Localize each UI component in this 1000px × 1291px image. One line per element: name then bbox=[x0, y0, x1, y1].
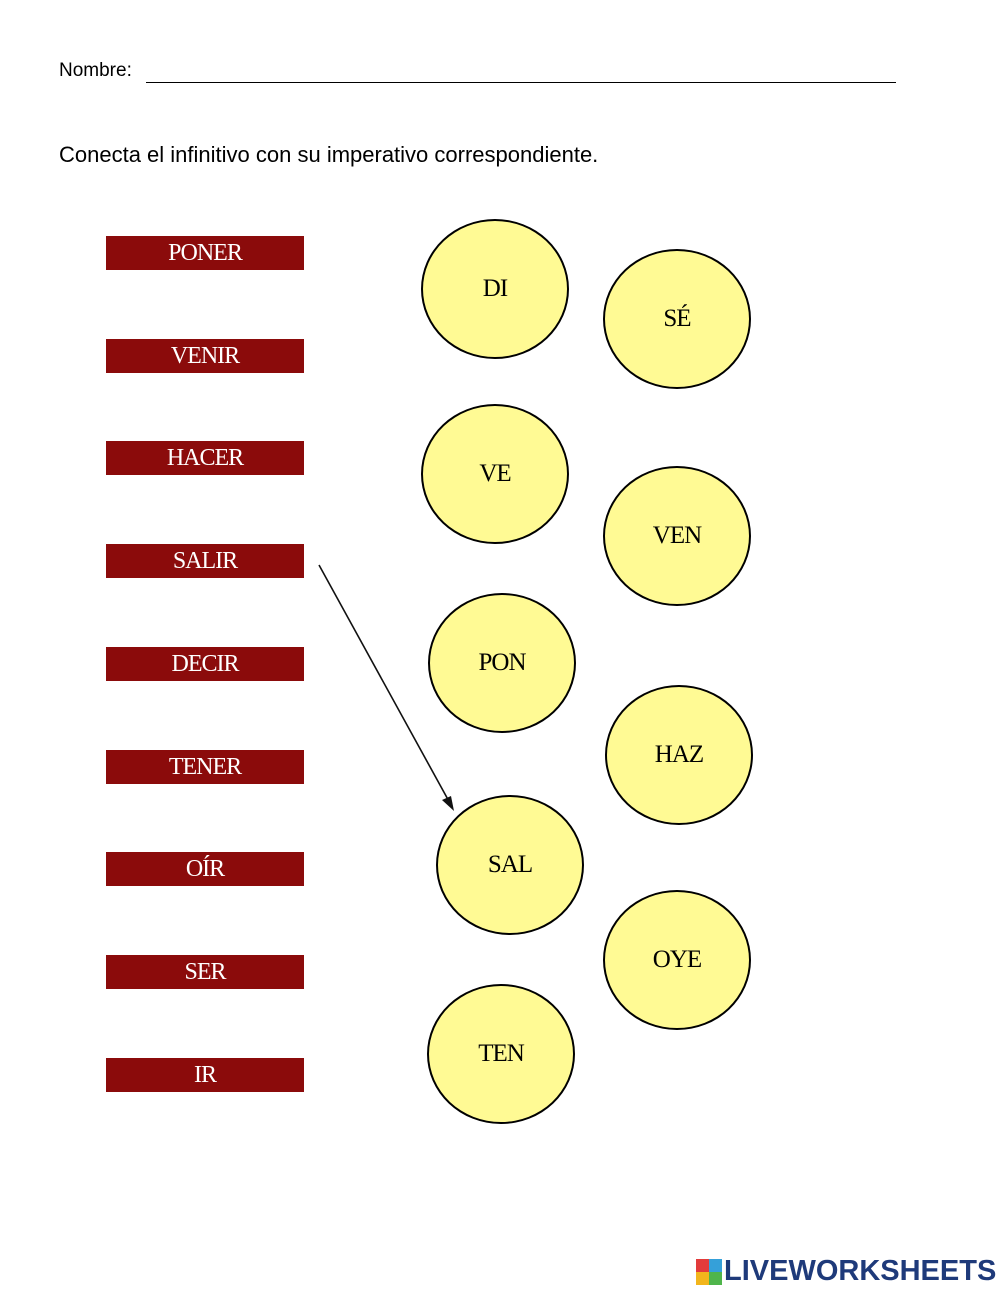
imperative-ten[interactable]: TEN bbox=[427, 984, 575, 1124]
infinitive-oir[interactable]: OÍR bbox=[106, 852, 304, 886]
infinitive-decir[interactable]: DECIR bbox=[106, 647, 304, 681]
name-label: Nombre: bbox=[59, 60, 132, 81]
infinitive-salir[interactable]: SALIR bbox=[106, 544, 304, 578]
liveworksheets-logo: LIVEWORKSHEETS bbox=[696, 1255, 996, 1288]
imperative-sal[interactable]: SAL bbox=[436, 795, 584, 935]
imperative-haz[interactable]: HAZ bbox=[605, 685, 753, 825]
imperative-ve[interactable]: VE bbox=[421, 404, 569, 544]
liveworksheets-logo-text: LIVEWORKSHEETS bbox=[724, 1255, 997, 1287]
infinitive-poner[interactable]: PONER bbox=[106, 236, 304, 270]
infinitive-tener[interactable]: TENER bbox=[106, 750, 304, 784]
imperative-pon[interactable]: PON bbox=[428, 593, 576, 733]
infinitive-hacer[interactable]: HACER bbox=[106, 441, 304, 475]
imperative-ven[interactable]: VEN bbox=[603, 466, 751, 606]
instructions: Conecta el infinitivo con su imperativo … bbox=[59, 142, 599, 167]
imperative-di[interactable]: DI bbox=[421, 219, 569, 359]
infinitive-venir[interactable]: VENIR bbox=[106, 339, 304, 373]
imperative-oye[interactable]: OYE bbox=[603, 890, 751, 1030]
infinitive-ser[interactable]: SER bbox=[106, 955, 304, 989]
imperative-se[interactable]: SÉ bbox=[603, 249, 751, 389]
liveworksheets-logo-icon bbox=[696, 1258, 722, 1285]
name-field-line[interactable] bbox=[146, 82, 896, 83]
infinitive-ir[interactable]: IR bbox=[106, 1058, 304, 1092]
